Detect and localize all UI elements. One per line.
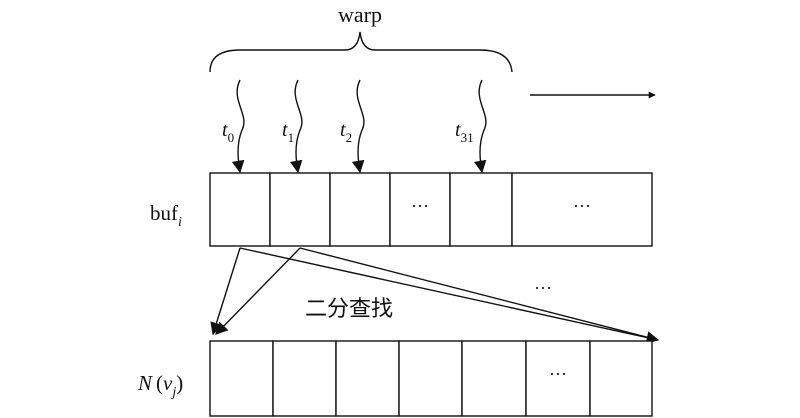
n-cell xyxy=(209,340,274,417)
buf-cell xyxy=(329,172,391,247)
thread-arrow-t2 xyxy=(351,79,365,174)
buf-cell xyxy=(449,172,513,247)
n-cell xyxy=(525,340,591,417)
n-cell xyxy=(589,340,653,417)
arrow-ellipsis: ··· xyxy=(534,278,552,298)
n-label: N(vj) xyxy=(137,371,183,400)
search-arrow-c xyxy=(239,247,660,344)
warp-label: warp xyxy=(338,2,382,27)
thread-arrow-t0 xyxy=(231,79,245,174)
buf-cell-ellipsis: ··· xyxy=(573,196,591,216)
buf-cell xyxy=(209,172,271,247)
buf-cell xyxy=(269,172,331,247)
search-arrow-a xyxy=(210,247,241,336)
n-array: ··· xyxy=(209,340,653,417)
buf-label: bufi xyxy=(150,201,182,230)
thread-label-t31: t31 xyxy=(455,119,474,145)
n-cell xyxy=(461,340,527,417)
search-arrow-b xyxy=(215,247,301,335)
thread-label-t2: t2 xyxy=(340,119,352,145)
thread-label-t0: t0 xyxy=(222,119,234,145)
n-cell-ellipsis: ··· xyxy=(549,364,567,384)
warp-brace xyxy=(209,31,513,73)
thread-label-t1: t1 xyxy=(282,119,294,145)
buf-cell xyxy=(511,172,653,247)
thread-arrow-t31 xyxy=(473,79,487,174)
thread-arrow-t1 xyxy=(289,79,303,174)
n-cell xyxy=(335,340,400,417)
n-cell xyxy=(272,340,337,417)
n-cell xyxy=(398,340,463,417)
search-arrow-d xyxy=(299,247,659,341)
buf-array: ··· ··· xyxy=(209,172,653,247)
buf-cell-ellipsis: ··· xyxy=(411,196,429,216)
binary-search-label: 二分查找 xyxy=(305,297,393,322)
